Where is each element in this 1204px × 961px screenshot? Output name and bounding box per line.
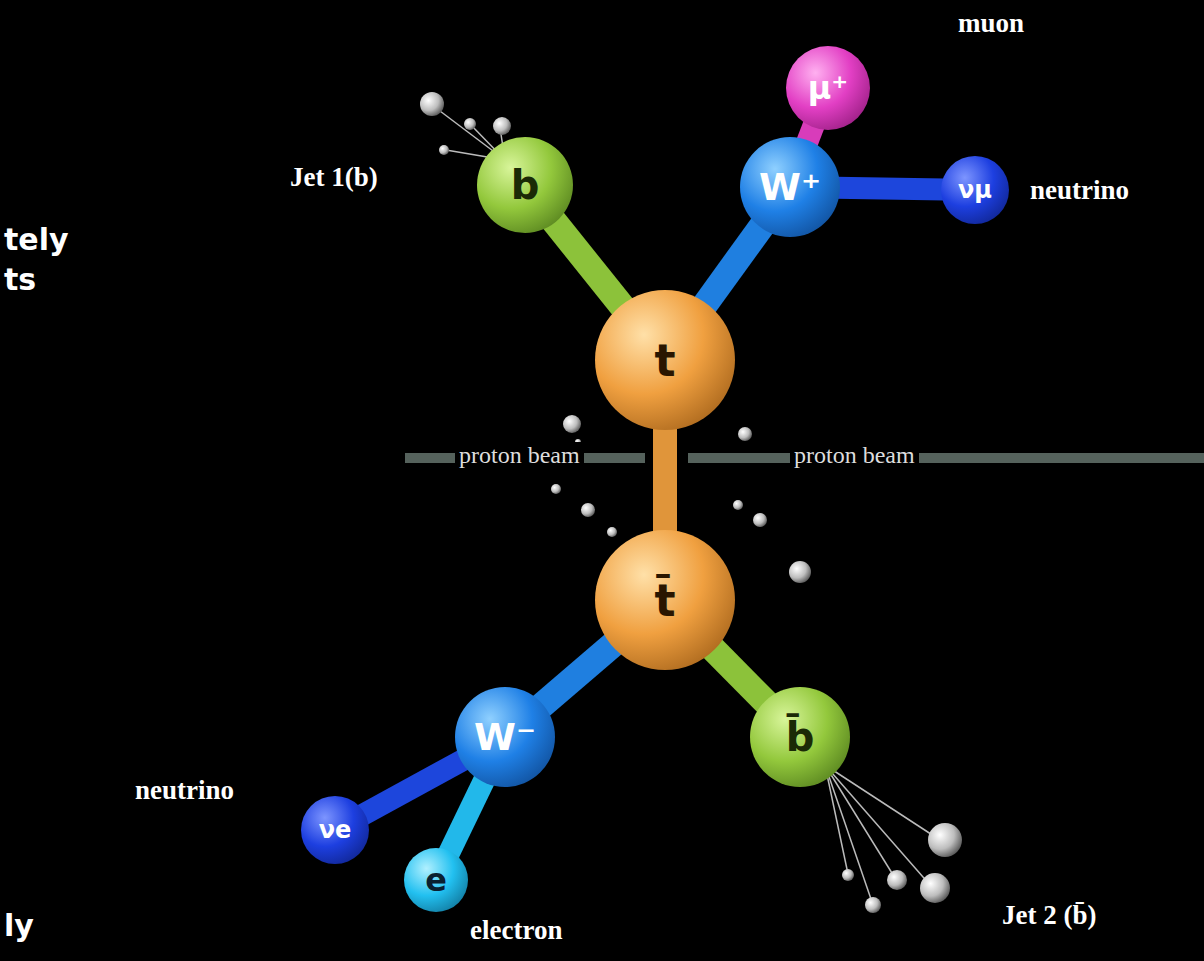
decay-stick: [711, 647, 767, 704]
particle-label: electron: [470, 915, 562, 946]
particle-ball: b: [477, 137, 573, 233]
particle-ball: t̄: [595, 530, 735, 670]
debris-particle: [551, 484, 561, 494]
particle-label: muon: [958, 8, 1024, 39]
jet-particle: [464, 118, 476, 130]
decay-stick: [361, 759, 464, 816]
decay-stick: [704, 224, 763, 306]
particle-symbol: e: [425, 861, 447, 899]
jet-track: [825, 765, 848, 874]
particle-symbol: νμ: [958, 176, 992, 204]
particle-label: neutrino: [135, 775, 234, 806]
debris-particle: [607, 527, 617, 537]
particle-ball: W⁻: [455, 687, 555, 787]
particle-label: Jet 2 (b̄): [1002, 900, 1096, 931]
particle-label: neutrino: [1030, 175, 1129, 206]
particle-label: proton beam: [790, 442, 919, 469]
jet-particle: [842, 869, 854, 881]
particle-label: ts: [4, 262, 36, 297]
decay-stick: [448, 778, 485, 854]
jet-track: [825, 765, 872, 902]
decay-stick: [540, 643, 615, 707]
particle-symbol: W⁻: [474, 715, 536, 759]
particle-ball: e: [404, 848, 468, 912]
particle-symbol: b: [511, 162, 540, 208]
debris-particle: [789, 561, 811, 583]
particle-ball: b̄: [750, 687, 850, 787]
particle-label: Jet 1(b): [290, 162, 378, 193]
particle-label: ly: [4, 908, 34, 943]
jet-track: [825, 765, 940, 840]
jet-particle: [865, 897, 881, 913]
particle-symbol: b̄: [786, 714, 815, 760]
decay-stick: [836, 188, 945, 190]
jet-tracks: [436, 108, 940, 902]
particle-ball: μ⁺: [786, 46, 870, 130]
jet-particle: [439, 145, 449, 155]
particle-symbol: t̄: [654, 575, 675, 626]
particle-symbol: t: [654, 335, 675, 386]
jet-particle: [493, 117, 511, 135]
particle-ball: t: [595, 290, 735, 430]
debris-particle: [753, 513, 767, 527]
particle-label: tely: [4, 222, 69, 257]
debris-particle: [738, 427, 752, 441]
particle-ball: W⁺: [740, 137, 840, 237]
decay-stick: [653, 426, 677, 534]
particle-symbol: W⁺: [759, 165, 821, 209]
particle-symbol: μ⁺: [808, 69, 848, 107]
particle-ball: νe: [301, 796, 369, 864]
decay-stick: [552, 219, 623, 308]
jet-particle: [420, 92, 444, 116]
jet-track: [825, 765, 930, 885]
jet-particle: [928, 823, 962, 857]
jet-particle: [887, 870, 907, 890]
particle-ball: νμ: [941, 156, 1009, 224]
particles: [420, 92, 962, 913]
debris-particle: [581, 503, 595, 517]
proton-beam: [688, 453, 1204, 463]
jet-particle: [920, 873, 950, 903]
particle-symbol: νe: [319, 816, 352, 844]
jet-track: [825, 765, 895, 878]
debris-particle: [733, 500, 743, 510]
particle-label: proton beam: [455, 442, 584, 469]
debris-particle: [563, 415, 581, 433]
